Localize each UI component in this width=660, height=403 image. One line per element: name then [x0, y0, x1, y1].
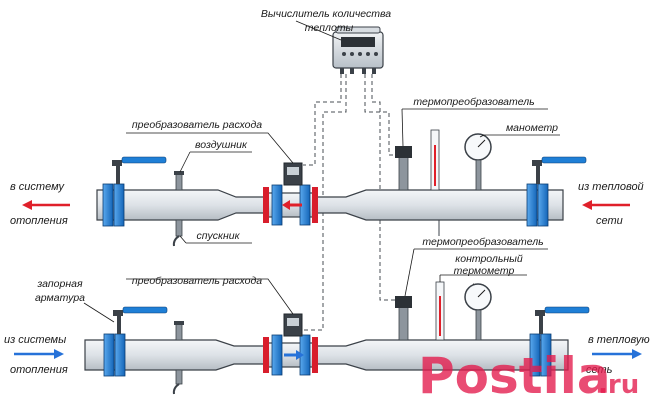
- from-heat-network-label-2: сети: [596, 215, 623, 227]
- shutoff-valves-label-2: арматура: [35, 292, 85, 304]
- watermark: Postila .ru: [418, 347, 639, 403]
- leader-lines: [126, 108, 560, 315]
- to-heat-network-label-1: в тепловую: [588, 334, 650, 346]
- top-pipeline: [22, 129, 630, 247]
- control-thermometer-label: контрольный: [455, 253, 523, 265]
- thermo-converter-top-label: термопреобразователь: [413, 96, 534, 108]
- to-heat-network-label-2: сеть: [586, 364, 613, 376]
- shutoff-valves-label-1: запорная: [36, 278, 83, 290]
- signal-cables: [303, 74, 400, 331]
- from-heating-system-label-2: отопления: [10, 364, 68, 376]
- heat-calculator-label-1: Вычислитель количества: [261, 8, 391, 20]
- thermo-converter-bottom-label: термопреобразователь: [422, 236, 543, 248]
- to-heating-system-label-2: отопления: [10, 215, 68, 227]
- from-heat-network-label-1: из тепловой: [578, 181, 644, 193]
- thermometer-label: термометр: [454, 265, 515, 277]
- manometer-label: манометр: [506, 122, 558, 134]
- flow-converter-bottom-label: преобразователь расхода: [132, 275, 262, 287]
- drain-label: спускник: [196, 230, 240, 242]
- flow-converter-top-label: преобразователь расхода: [132, 119, 262, 131]
- bottom-pipeline: [14, 281, 642, 395]
- watermark-text: Postila: [418, 347, 611, 403]
- watermark-suffix: .ru: [598, 370, 639, 400]
- from-heating-system-label-1: из системы: [4, 334, 66, 346]
- to-heating-system-label-1: в систему: [10, 181, 65, 193]
- air-vent-label: воздушник: [195, 139, 248, 151]
- heat-calculator-label-2: теплоты: [305, 22, 354, 34]
- labels: преобразователь расхода воздушник спускн…: [4, 96, 650, 376]
- heat-calculator: Вычислитель количества теплоты: [261, 8, 391, 74]
